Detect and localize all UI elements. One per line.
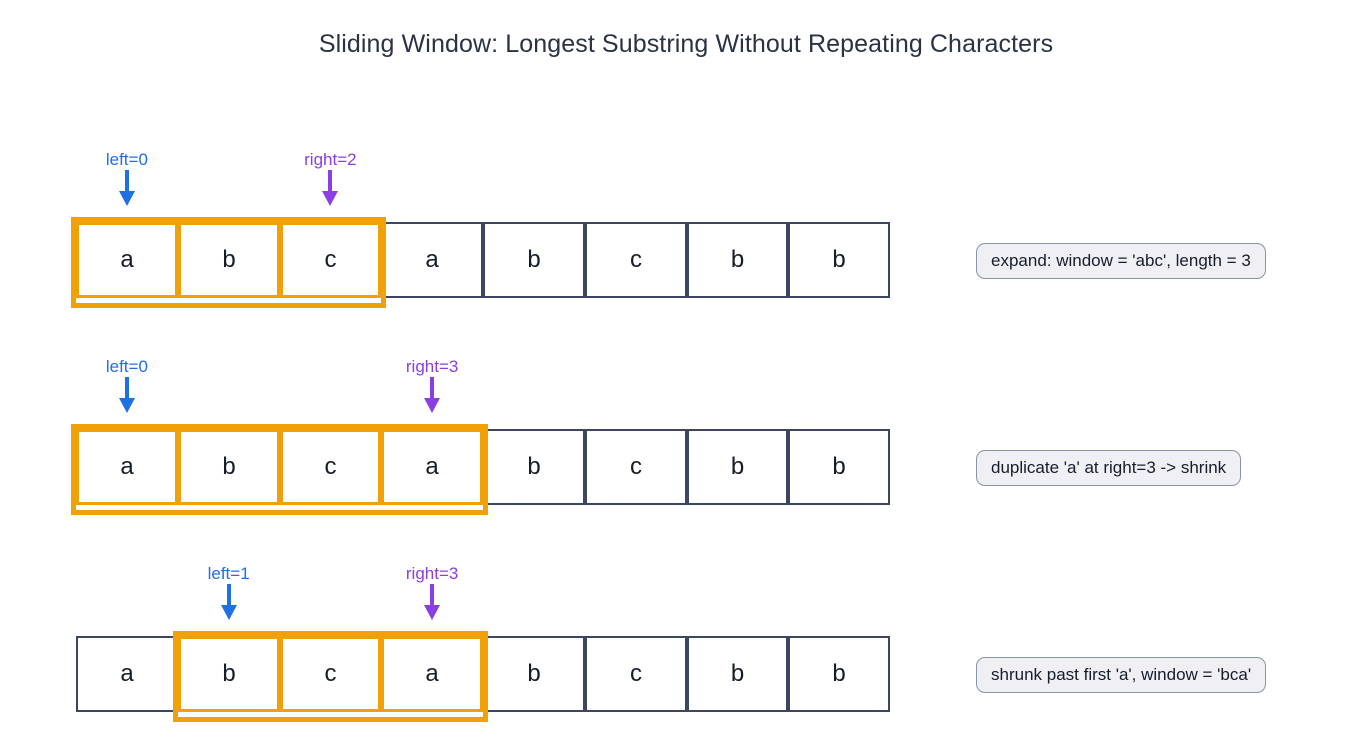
right-pointer-label: right=3 xyxy=(405,357,459,376)
character-cell[interactable]: c xyxy=(280,636,381,712)
character-cell[interactable]: b xyxy=(483,222,585,298)
left-pointer: left=0 xyxy=(57,150,197,206)
step-annotation: expand: window = 'abc', length = 3 xyxy=(976,243,1266,279)
character-cell[interactable]: b xyxy=(788,429,890,505)
character-cell[interactable]: a xyxy=(381,429,483,505)
character-cell[interactable]: a xyxy=(76,429,178,505)
character-cell[interactable]: b xyxy=(483,636,585,712)
character-cell[interactable]: b xyxy=(788,222,890,298)
character-cell[interactable]: b xyxy=(178,222,280,298)
right-pointer-arrow-icon xyxy=(322,170,339,206)
character-cell[interactable]: c xyxy=(585,222,687,298)
right-pointer: right=2 xyxy=(260,150,400,206)
left-pointer-label: left=1 xyxy=(207,564,250,583)
right-pointer-arrow-icon xyxy=(424,377,441,413)
left-pointer-label: left=0 xyxy=(105,150,148,169)
left-pointer-arrow-icon xyxy=(118,170,135,206)
step-annotation: duplicate 'a' at right=3 -> shrink xyxy=(976,450,1242,486)
right-pointer: right=3 xyxy=(362,357,502,413)
right-pointer: right=3 xyxy=(362,564,502,620)
page-title: Sliding Window: Longest Substring Withou… xyxy=(318,30,1054,58)
character-cell[interactable]: c xyxy=(585,429,687,505)
character-cell[interactable]: a xyxy=(381,222,483,298)
character-cell[interactable]: b xyxy=(178,636,280,712)
character-cell[interactable]: b xyxy=(687,636,788,712)
character-cell[interactable]: a xyxy=(381,636,483,712)
right-pointer-label: right=3 xyxy=(405,564,459,583)
character-cell[interactable]: c xyxy=(280,429,381,505)
character-cell[interactable]: b xyxy=(483,429,585,505)
left-pointer-arrow-icon xyxy=(220,584,237,620)
right-pointer-label: right=2 xyxy=(304,150,357,169)
left-pointer-label: left=0 xyxy=(105,357,148,376)
character-cell[interactable]: b xyxy=(178,429,280,505)
character-cell[interactable]: c xyxy=(280,222,381,298)
step-annotation: shrunk past first 'a', window = 'bca' xyxy=(976,657,1267,693)
character-cell[interactable]: b xyxy=(788,636,890,712)
left-pointer: left=0 xyxy=(57,357,197,413)
right-pointer-arrow-icon xyxy=(424,584,441,620)
left-pointer: left=1 xyxy=(159,564,299,620)
character-cell[interactable]: b xyxy=(687,429,788,505)
left-pointer-arrow-icon xyxy=(118,377,135,413)
character-cell[interactable]: b xyxy=(687,222,788,298)
character-cell[interactable]: a xyxy=(76,222,178,298)
character-cell[interactable]: c xyxy=(585,636,687,712)
character-cell[interactable]: a xyxy=(76,636,178,712)
